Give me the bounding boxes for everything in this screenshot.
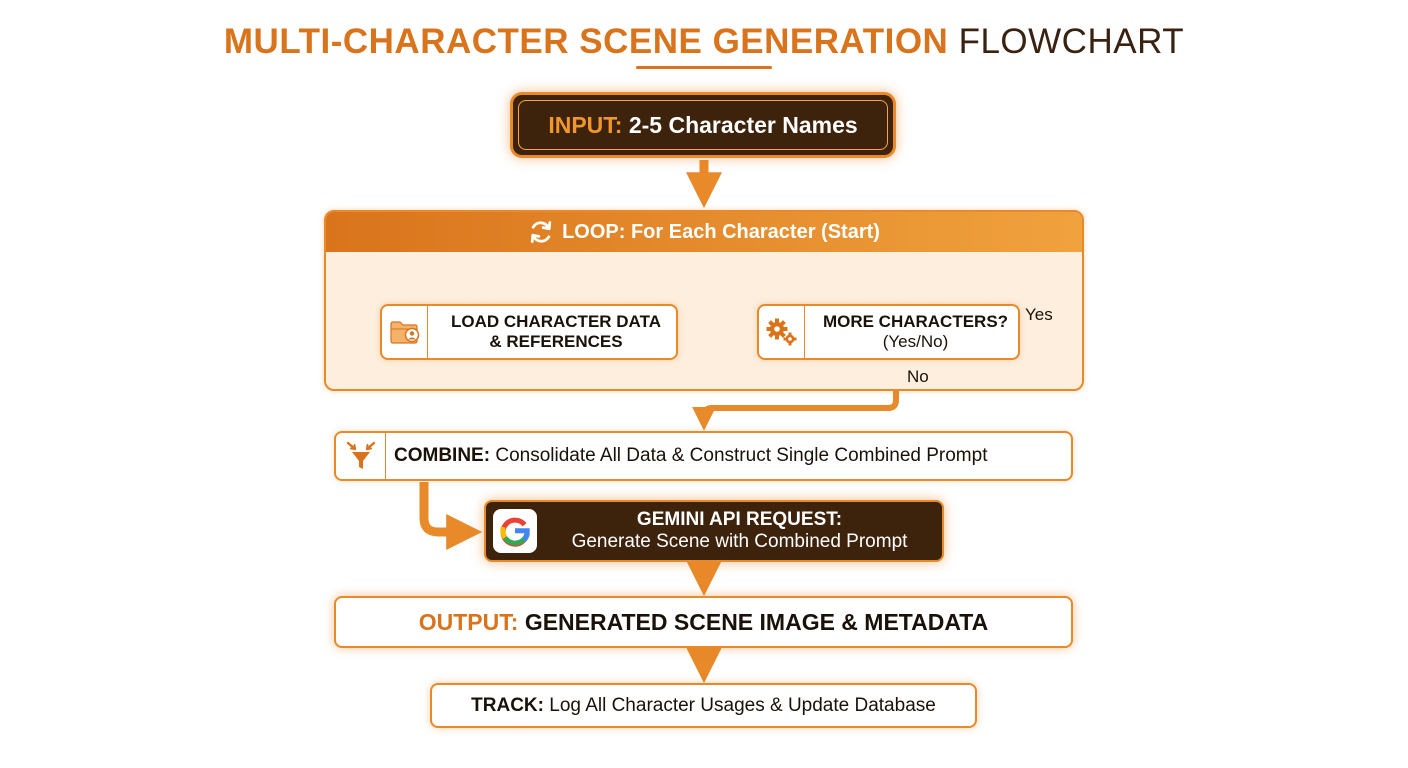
load-line1: LOAD CHARACTER DATA <box>451 312 661 331</box>
title-underline <box>636 66 772 69</box>
input-text: 2-5 Character Names <box>628 111 858 138</box>
track-label: TRACK: Log All Character Usages & Update… <box>471 695 936 717</box>
arrow-combine-to-gemini <box>419 482 483 550</box>
no-label: No <box>907 367 929 386</box>
load-icon-cell <box>382 306 428 358</box>
combine-body: Consolidate All Data & Construct Single … <box>495 445 988 466</box>
combine-node: COMBINE: Consolidate All Data & Construc… <box>334 431 1073 481</box>
input-node-inner-border <box>518 100 888 150</box>
refresh-icon <box>530 221 552 243</box>
load-character-node: LOAD CHARACTER DATA & REFERENCES <box>380 304 678 360</box>
decision-node: MORE CHARACTERS? (Yes/No) <box>757 304 1020 360</box>
gears-icon <box>766 318 796 346</box>
loop-header-label: LOOP: For Each Character (Start) <box>562 220 880 243</box>
track-text: Log All Character Usages & Update Databa… <box>549 694 936 716</box>
input-prefix: INPUT: <box>548 111 623 138</box>
loop-header: LOOP: For Each Character (Start) <box>326 212 1082 252</box>
page-title: MULTI-CHARACTER SCENE GENERATION FLOWCHA… <box>0 22 1408 62</box>
title-part1: MULTI-CHARACTER SCENE GENERATION <box>223 22 949 61</box>
combine-icon-cell <box>336 433 386 479</box>
google-logo <box>493 509 537 553</box>
decision-text: MORE CHARACTERS? (Yes/No) <box>813 312 1018 352</box>
gemini-line1: GEMINI API REQUEST: <box>636 509 843 530</box>
gemini-node: GEMINI API REQUEST: Generate Scene with … <box>484 500 944 562</box>
track-prefix: TRACK: <box>471 694 544 716</box>
gemini-text: GEMINI API REQUEST: Generate Scene with … <box>537 509 942 553</box>
decision-line1: MORE CHARACTERS? <box>822 312 1009 331</box>
title-part2: FLOWCHART <box>958 22 1185 61</box>
output-text: GENERATED SCENE IMAGE & METADATA <box>524 608 989 635</box>
decision-icon-cell <box>759 306 805 358</box>
combine-prefix: COMBINE: <box>394 445 491 466</box>
output-node: OUTPUT: GENERATED SCENE IMAGE & METADATA <box>334 596 1073 648</box>
decision-line2: (Yes/No) <box>882 332 949 351</box>
output-label: OUTPUT: GENERATED SCENE IMAGE & METADATA <box>419 609 988 636</box>
gemini-line2: Generate Scene with Combined Prompt <box>571 531 908 552</box>
track-node: TRACK: Log All Character Usages & Update… <box>430 683 977 728</box>
load-line2: & REFERENCES <box>489 332 623 351</box>
folder-user-icon <box>389 321 419 344</box>
arrow-decision-to-combine <box>692 362 899 431</box>
yes-label: Yes <box>1025 305 1053 324</box>
google-g-icon <box>500 517 530 547</box>
input-node: INPUT: 2-5 Character Names <box>510 92 896 158</box>
combine-text: COMBINE: Consolidate All Data & Construc… <box>394 445 987 467</box>
load-text: LOAD CHARACTER DATA & REFERENCES <box>436 312 676 352</box>
input-node-label: INPUT: 2-5 Character Names <box>548 112 857 139</box>
output-prefix: OUTPUT: <box>418 608 519 635</box>
funnel-icon <box>346 441 375 469</box>
